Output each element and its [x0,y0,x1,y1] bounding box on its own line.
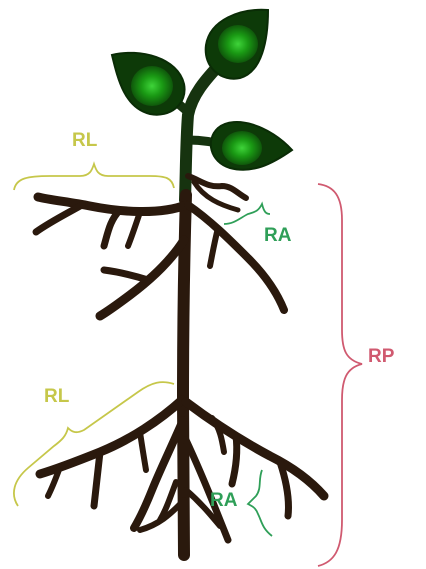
upper-right-root-1-branch [210,228,218,266]
leaf-left [112,53,185,115]
leaf-right [211,122,292,170]
label-rp: RP [368,346,395,367]
upper-left-root-2-branch [104,270,148,280]
rp-brace [318,184,362,566]
ra-bottom-brace [248,470,272,536]
label-rl-bottom: RL [44,386,70,407]
label-ra-top: RA [264,225,292,246]
lower-right-root-1-branch-a [232,436,237,484]
upper-left-root-1 [38,197,186,212]
upper-left-root-1-branch-b [36,205,82,232]
leaf-top [206,10,268,79]
label-ra-bottom: RA [210,490,238,511]
lower-left-root-1-branch-b [140,432,146,470]
lower-left-root-1-branch-a [94,452,100,506]
shoot [112,10,292,200]
rl-top-brace [14,164,174,190]
label-rl-top: RL [72,130,98,151]
upper-left-root-1-branch-a [104,210,120,246]
upper-left-root-1-branch-c [128,212,140,246]
